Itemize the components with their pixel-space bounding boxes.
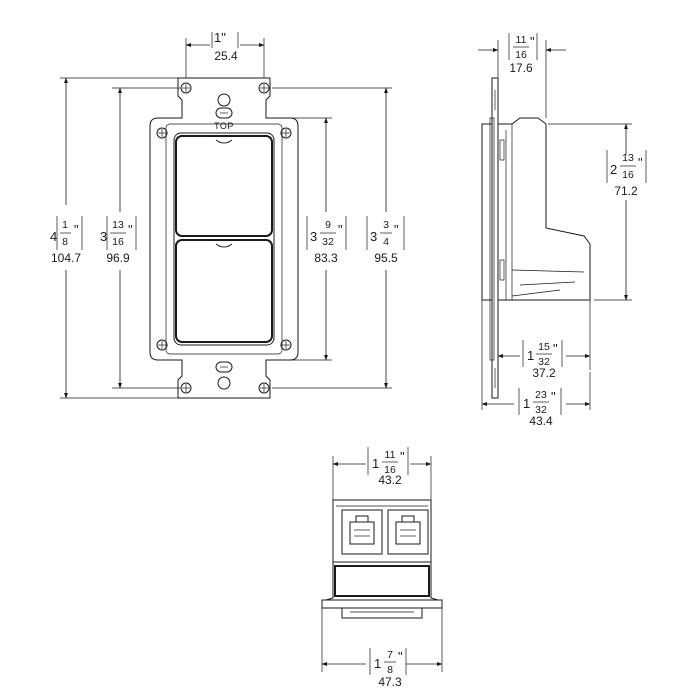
svg-text:9: 9 (325, 219, 331, 231)
svg-text:13: 13 (112, 219, 124, 231)
svg-text:95.5: 95.5 (374, 251, 398, 265)
svg-text:": " (551, 389, 556, 404)
paddle-frame (173, 132, 275, 346)
svg-text:16: 16 (112, 236, 124, 248)
svg-text:83.3: 83.3 (314, 251, 338, 265)
side-strap (491, 77, 499, 399)
svg-text:17.6: 17.6 (509, 61, 533, 75)
dim-hole-spacing: 3 3 4 " 95.5 (272, 87, 405, 389)
svg-text:25.4: 25.4 (214, 49, 238, 63)
svg-text:": " (553, 341, 558, 356)
top-left-screw (180, 82, 192, 94)
svg-text:7: 7 (387, 649, 393, 661)
svg-text:16: 16 (515, 49, 527, 61)
bottom-view-body (332, 499, 432, 563)
svg-text:": " (638, 155, 643, 170)
rj-jack-right (387, 509, 429, 555)
dim-opening-height: 3 9 32 " 83.3 (280, 117, 347, 361)
side-view (481, 77, 591, 399)
svg-text:13: 13 (622, 152, 634, 164)
strap-screw-upper-left (156, 127, 168, 139)
svg-text:1": 1" (214, 30, 226, 45)
bottom-right-screw (258, 382, 270, 394)
dim-strap-height: 3 13 16 " 96.9 (100, 87, 180, 389)
top-right-screw (258, 82, 270, 94)
svg-text:3: 3 (370, 229, 377, 244)
strap-screw-lower-left (156, 339, 168, 351)
svg-text:1: 1 (62, 219, 68, 231)
bottom-mounting-slot (215, 361, 233, 390)
svg-text:3: 3 (383, 219, 389, 231)
svg-text:1: 1 (374, 656, 381, 671)
top-marking: TOP (214, 121, 234, 131)
svg-text:": " (530, 34, 535, 49)
svg-text:1: 1 (527, 348, 534, 363)
svg-text:4: 4 (383, 236, 389, 248)
svg-text:43.4: 43.4 (529, 414, 553, 428)
svg-text:11: 11 (516, 34, 527, 46)
rj-jack-left (341, 509, 383, 555)
svg-text:": " (398, 649, 403, 664)
svg-text:8: 8 (387, 664, 393, 676)
svg-text:37.2: 37.2 (532, 366, 556, 380)
svg-text:43.2: 43.2 (378, 473, 402, 487)
svg-text:16: 16 (622, 169, 634, 181)
svg-text:": " (74, 222, 79, 237)
svg-text:47.3: 47.3 (378, 675, 402, 689)
upper-rocker (175, 135, 273, 237)
svg-text:32: 32 (535, 404, 547, 416)
top-mounting-slot (215, 93, 233, 119)
dim-overall-height: 4 1 8 " 104.7 (50, 77, 178, 399)
bottom-left-screw (180, 382, 192, 394)
svg-text:4: 4 (50, 229, 57, 244)
bottom-view (321, 499, 443, 619)
svg-text:15: 15 (538, 341, 550, 353)
svg-text:1: 1 (523, 396, 530, 411)
front-view: TOP (149, 77, 299, 399)
dim-flange-depth: 11 16 " 17.6 (478, 33, 566, 118)
svg-text:": " (128, 222, 133, 237)
svg-text:71.2: 71.2 (614, 184, 638, 198)
svg-text:104.7: 104.7 (51, 251, 81, 265)
svg-text:1: 1 (372, 456, 379, 471)
dim-overall-depth: 1 23 32 " 43.4 (481, 300, 591, 428)
svg-text:8: 8 (62, 236, 68, 248)
svg-text:2: 2 (610, 162, 617, 177)
dim-body-height: 2 13 16 " 71.2 (548, 123, 647, 301)
svg-text:96.9: 96.9 (106, 251, 130, 265)
lower-rocker (175, 239, 273, 343)
svg-text:3: 3 (310, 229, 317, 244)
svg-text:": " (338, 222, 343, 237)
dim-body-depth: 1 15 32 " 37.2 (497, 300, 591, 380)
svg-text:11: 11 (385, 449, 396, 461)
mounting-strap (149, 77, 299, 399)
strap-screw-lower-right (280, 339, 292, 351)
strap-screw-upper-right (280, 127, 292, 139)
svg-text:32: 32 (538, 356, 550, 368)
dim-strap-width: 1 7 8 " 47.3 (321, 608, 443, 689)
dim-body-width: 1 11 16 " 43.2 (332, 447, 432, 500)
svg-text:": " (400, 449, 405, 464)
dim-plate-spacing: 1" 25.4 (185, 30, 265, 78)
svg-text:3: 3 (100, 229, 107, 244)
svg-text:32: 32 (322, 236, 334, 248)
svg-text:": " (394, 222, 399, 237)
side-body (497, 117, 591, 301)
svg-text:23: 23 (535, 389, 547, 401)
svg-text:16: 16 (384, 464, 396, 476)
